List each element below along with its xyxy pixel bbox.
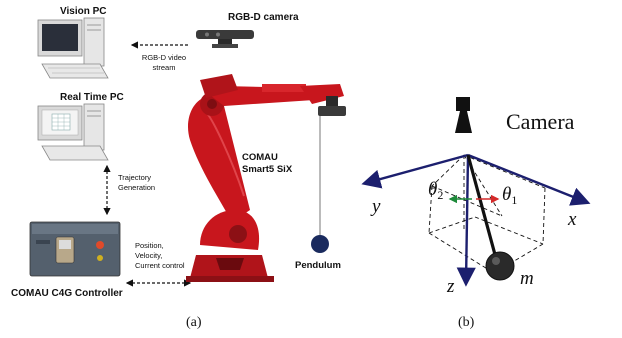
axis-z-label: z: [446, 276, 455, 297]
x-axis-arrow: [467, 153, 591, 206]
caption-b: (b): [458, 315, 475, 330]
vision-pc-title: Vision PC: [60, 6, 107, 17]
axis-y-label: y: [370, 196, 381, 217]
signals-label-3: Current control: [135, 261, 185, 270]
pendulum-bob: [311, 235, 329, 253]
video-stream-label-1: RGB-D video: [142, 53, 186, 62]
camera-icon: [455, 97, 472, 133]
robot-arm-illustration: [186, 74, 346, 282]
pendulum-mass-highlight: [492, 257, 500, 265]
z-axis-arrow: [456, 154, 476, 287]
pendulum-label: Pendulum: [295, 260, 341, 271]
pendulum-mass: [485, 251, 515, 281]
trajectory-label-2: Generation: [118, 183, 155, 192]
rgbd-camera-icon: [196, 30, 254, 48]
signals-label-2: Velocity,: [135, 251, 162, 260]
rgbd-camera-title: RGB-D camera: [228, 12, 299, 23]
theta2-subscript: 2: [437, 188, 443, 202]
robot-label-1: COMAU: [242, 152, 278, 163]
trajectory-label-1: Trajectory: [118, 173, 151, 182]
controller-title: COMAU C4G Controller: [11, 288, 123, 299]
realtime-pc-icon: [37, 103, 109, 161]
controller-icon: [29, 221, 121, 277]
robot-label-2: Smart5 SiX: [242, 164, 293, 175]
pyramid-dashed: [428, 154, 546, 274]
theta2-label: θ2: [428, 179, 443, 202]
theta2-symbol: θ: [428, 179, 437, 200]
mass-label: m: [520, 268, 534, 289]
signals-label-1: Position,: [135, 241, 164, 250]
y-axis-arrow: [361, 153, 469, 189]
theta1-symbol: θ: [502, 184, 511, 205]
vision-pc-icon: [37, 17, 109, 79]
video-stream-label-2: stream: [153, 63, 176, 72]
theta1-subscript: 1: [511, 193, 517, 207]
realtime-pc-title: Real Time PC: [60, 92, 124, 103]
pendulum-rod-b: [466, 154, 499, 263]
caption-a: (a): [186, 315, 202, 330]
camera-label: Camera: [506, 109, 575, 134]
theta1-label: θ1: [502, 184, 517, 207]
axis-x-label: x: [567, 209, 577, 230]
